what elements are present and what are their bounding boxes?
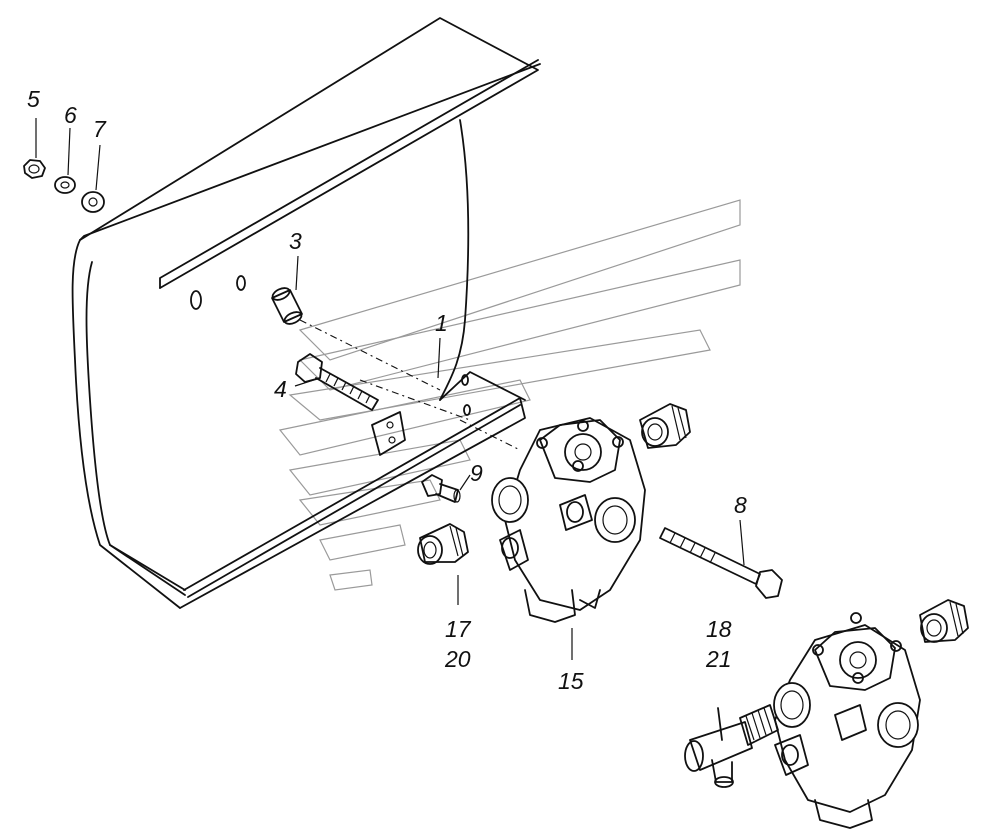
callout-18: 18: [706, 616, 732, 642]
callout-8: 8: [734, 492, 747, 518]
elbow-fitting-icon: [684, 704, 779, 788]
callout-9: 9: [470, 460, 483, 486]
fitting-icon: [639, 403, 691, 449]
callout-6: 6: [64, 102, 77, 128]
fitting-icon: [417, 523, 469, 565]
callout-17: 17: [445, 616, 471, 642]
callout-21: 21: [706, 646, 732, 672]
valve-icon: [773, 612, 921, 829]
leader-lines: [35, 118, 745, 660]
callout-7: 7: [93, 116, 106, 142]
sleeve-icon: [271, 287, 303, 325]
lock-washer-icon: [54, 176, 76, 194]
valve-icon: [491, 417, 646, 623]
watermark-graphic: [278, 199, 741, 591]
callout-1: 1: [435, 310, 448, 336]
bracket-plate-icon: [71, 17, 541, 609]
fitting-icon: [919, 599, 969, 643]
bolt-icon: [659, 527, 783, 599]
callout-4: 4: [274, 376, 287, 402]
bolt-icon: [421, 474, 461, 503]
hex-nut-icon: [23, 159, 46, 179]
callout-5: 5: [27, 86, 40, 112]
flat-washer-icon: [81, 191, 105, 213]
callout-20: 20: [445, 646, 471, 672]
callout-3: 3: [289, 228, 302, 254]
callout-15: 15: [558, 668, 584, 694]
